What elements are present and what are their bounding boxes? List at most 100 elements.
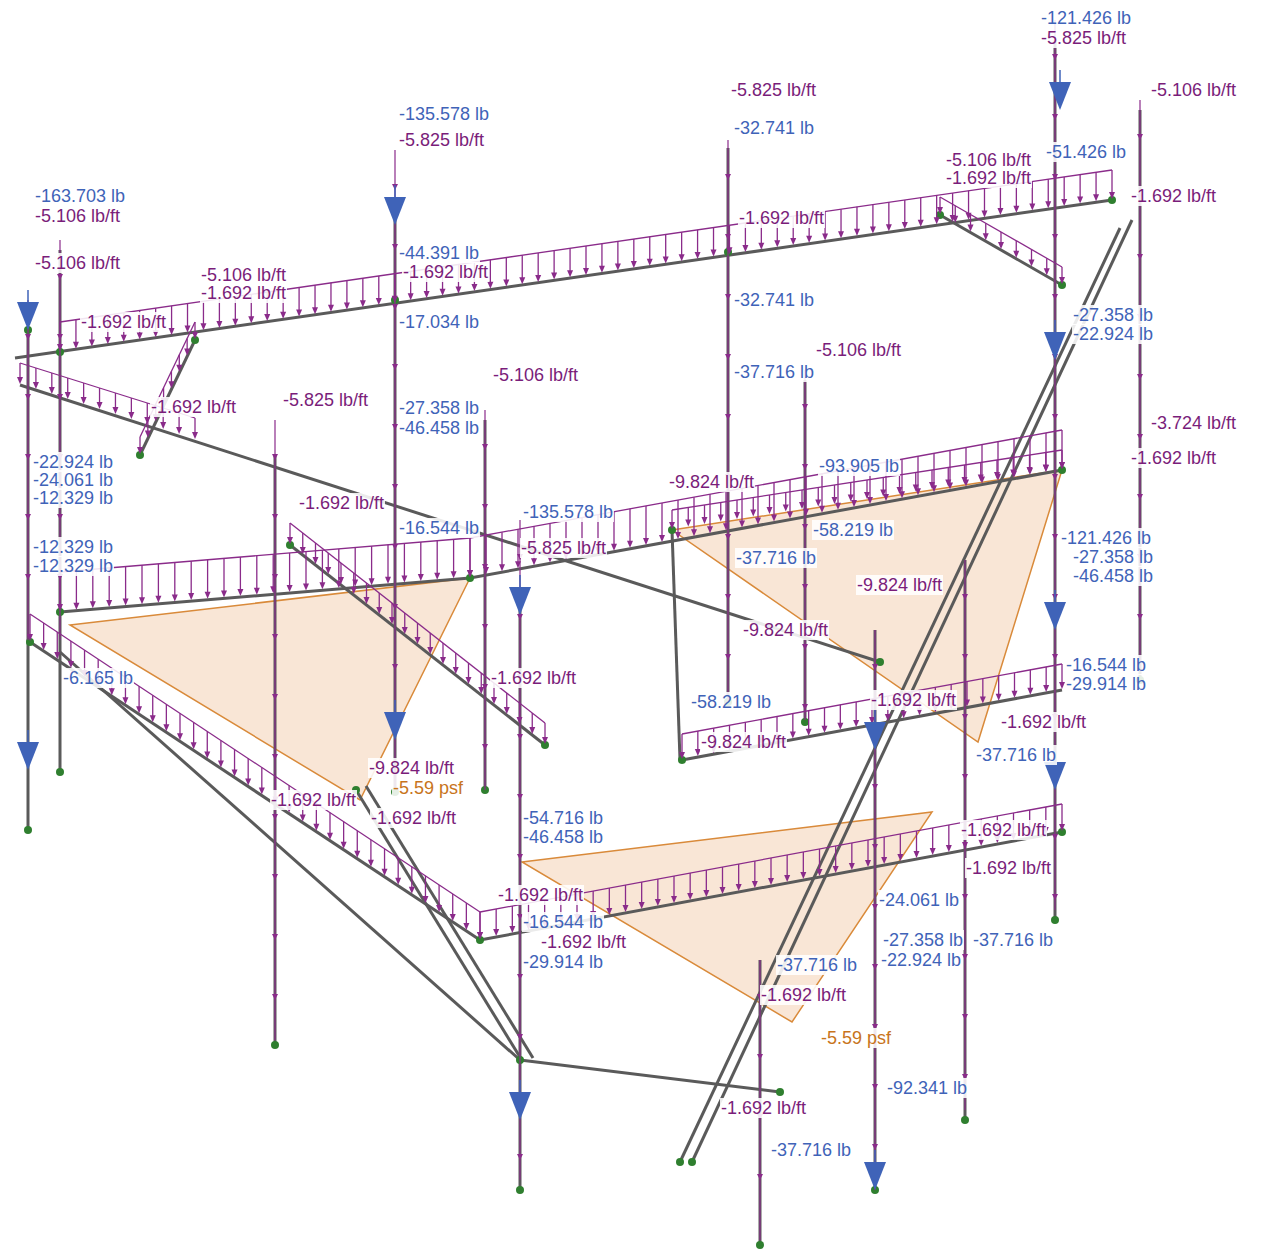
point-load-label: -51.426 lb [1045, 142, 1127, 162]
line-load-label: -1.692 lb/ft [1130, 186, 1217, 206]
column-load [272, 420, 278, 1040]
area-load [70, 470, 1062, 1022]
line-load-label: -1.692 lb/ft [1000, 712, 1087, 732]
line-load-label: -1.692 lb/ft [540, 932, 627, 952]
point-load-label: -92.341 lb [886, 1078, 968, 1098]
distributed-load [57, 170, 1115, 351]
point-load [17, 730, 39, 770]
point-load-label: -58.219 lb [812, 520, 894, 540]
distributed-load [477, 804, 1065, 939]
joints [24, 196, 1144, 1249]
point-load-label: -54.716 lb [522, 808, 604, 828]
point-load-label: -32.741 lb [733, 290, 815, 310]
line-load-label: -9.824 lb/ft [742, 620, 829, 640]
line-load-label: -5.106 lb/ft [815, 340, 902, 360]
line-load-label: -1.692 lb/ft [760, 985, 847, 1005]
column-load [25, 300, 31, 640]
point-load [1044, 590, 1066, 630]
point-load-label: -44.391 lb [398, 243, 480, 263]
line-load-label: -1.692 lb/ft [298, 493, 385, 513]
line-load-label: -1.692 lb/ft [402, 262, 489, 282]
point-load-label: -37.716 lb [770, 1140, 852, 1160]
line-load-label: -5.825 lb/ft [282, 390, 369, 410]
point-load-label: -12.329 lb [32, 488, 114, 508]
point-load-label: -16.544 lb [522, 912, 604, 932]
point-load-label: -24.061 lb [878, 890, 960, 910]
point-load [864, 710, 886, 750]
point-load [1049, 70, 1071, 110]
point-load-label: -17.034 lb [398, 312, 480, 332]
line-load-label: -1.692 lb/ft [497, 885, 584, 905]
distributed-load [57, 538, 473, 611]
point-load-label: -37.716 lb [735, 548, 817, 568]
line-load-label: -1.692 lb/ft [720, 1098, 807, 1118]
point-load [864, 1150, 886, 1190]
line-load-label: -9.824 lb/ft [368, 758, 455, 778]
point-load-label: -27.358 lb [1072, 305, 1154, 325]
point-load [509, 575, 531, 615]
line-load-label: -1.692 lb/ft [870, 690, 957, 710]
point-load-label: -37.716 lb [975, 745, 1057, 765]
line-load-label: -1.692 lb/ft [960, 820, 1047, 840]
point-load-label: -58.219 lb [690, 692, 772, 712]
point-load-label: -163.703 lb [34, 186, 126, 206]
point-load [509, 1080, 531, 1120]
line-load-label: -5.106 lb/ft [200, 265, 287, 285]
point-load-label: -24.061 lb [32, 470, 114, 490]
area-load-label: -5.59 psf [820, 1028, 892, 1048]
point-load-label: -29.914 lb [522, 952, 604, 972]
line-load-label: -5.106 lb/ft [34, 253, 121, 273]
distributed-load [467, 430, 1065, 577]
point-load-label: -46.458 lb [398, 418, 480, 438]
line-load-label: -1.692 lb/ft [1130, 448, 1217, 468]
point-load-label: -37.716 lb [776, 955, 858, 975]
line-load-label: -1.692 lb/ft [965, 858, 1052, 878]
column-load [57, 240, 63, 640]
line-load-label: -5.825 lb/ft [398, 130, 485, 150]
distributed-load [27, 614, 483, 939]
line-load-label: -1.692 lb/ft [490, 668, 577, 688]
point-load-label: -22.924 lb [32, 452, 114, 472]
point-load-label: -27.358 lb [398, 398, 480, 418]
point-load-label: -16.544 lb [398, 518, 480, 538]
point-load-label: -6.165 lb [62, 668, 134, 688]
line-load-label: -1.692 lb/ft [370, 808, 457, 828]
point-load [384, 185, 406, 225]
point-load-label: -135.578 lb [522, 502, 614, 522]
point-load-label: -22.924 lb [1072, 324, 1154, 344]
line-load-label: -9.824 lb/ft [856, 575, 943, 595]
line-load-label: -3.724 lb/ft [1150, 413, 1237, 433]
distributed-load [137, 322, 198, 454]
point-load-label: -12.329 lb [32, 556, 114, 576]
area-load-label: -5.59 psf [392, 778, 464, 798]
point-load-label: -135.578 lb [398, 104, 490, 124]
point-load-label: -16.544 lb [1065, 655, 1147, 675]
line-load-label: -5.825 lb/ft [520, 538, 607, 558]
line-load-label: -1.692 lb/ft [270, 790, 357, 810]
distributed-load [937, 197, 1065, 284]
point-load-label: -27.358 lb [882, 930, 964, 950]
point-load-label: -37.716 lb [733, 362, 815, 382]
point-load-label: -46.458 lb [522, 827, 604, 847]
point-load-label: -37.716 lb [972, 930, 1054, 950]
line-load-label: -9.824 lb/ft [668, 472, 755, 492]
point-load [384, 700, 406, 740]
point-load-label: -32.741 lb [733, 118, 815, 138]
point-load-label: -93.905 lb [818, 456, 900, 476]
point-load [17, 290, 39, 330]
line-load-label: -5.825 lb/ft [730, 80, 817, 100]
column-load [802, 370, 808, 720]
point-load-label: -27.358 lb [1072, 547, 1154, 567]
line-load-label: -1.692 lb/ft [200, 283, 287, 303]
distributed-load [287, 523, 548, 744]
column-load [872, 630, 878, 1190]
line-load-label: -5.825 lb/ft [1040, 28, 1127, 48]
line-load-label: -1.692 lb/ft [738, 208, 825, 228]
point-load-label: -22.924 lb [880, 950, 962, 970]
members [15, 40, 1140, 1245]
line-load-label: -5.106 lb/ft [492, 365, 579, 385]
column-load [517, 520, 523, 1180]
line-load-label: -5.106 lb/ft [945, 150, 1032, 170]
